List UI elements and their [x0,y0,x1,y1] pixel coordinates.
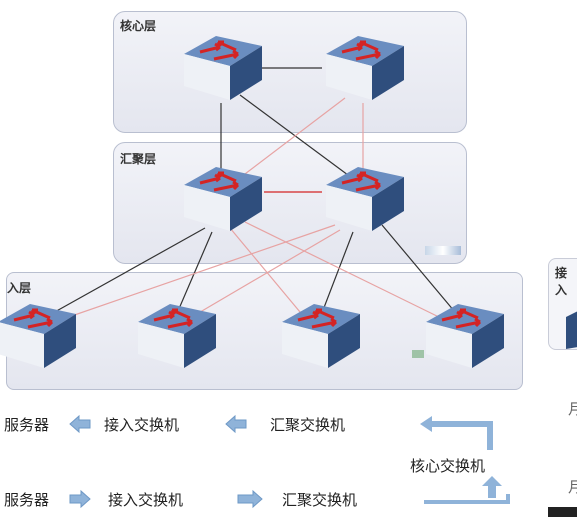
right-arrow-icon [69,489,91,509]
link-agg1-acc2 [174,231,213,319]
access-switch-2 [138,304,216,368]
legend-row1-access-switch: 接入交换机 [104,417,180,434]
side-access-label: 接入 [555,266,568,297]
legend-row2-access-switch: 接入交换机 [108,492,184,509]
access-switch-4 [426,304,504,368]
link-agg2-acc2 [189,229,341,319]
side-fragment-2: 月 [568,479,577,496]
link-core2-agg1 [236,97,346,181]
access-layer-label: 入层 [7,281,32,295]
legend-row1-server: 服务器 [4,417,50,434]
core-switch-1 [184,36,262,100]
core-layer-box [113,11,467,133]
legend-core-switch: 核心交换机 [410,458,486,475]
core-switch-2 [326,36,404,100]
link-agg2-acc1 [59,224,336,321]
link-agg1-acc3 [229,227,306,319]
glitch-artifact-1 [425,246,461,255]
left-arrow-icon [69,414,91,434]
left-arrow-icon [225,414,247,434]
link-agg1-acc1 [43,227,206,319]
link-agg2-acc4 [381,224,461,319]
glitch-artifact-3 [548,507,577,517]
aggregation-layer-label: 汇聚层 [120,152,157,166]
aggregation-switch-1 [184,167,262,231]
core-top-bracket-arrow-icon [420,416,493,450]
glitch-artifact-2 [412,350,424,358]
legend-row2-server: 服务器 [4,492,50,509]
right-arrow-icon [237,489,263,509]
legend-row1-aggregation-switch: 汇聚交换机 [270,417,346,434]
link-agg1-acc4 [244,221,446,321]
link-agg2-acc3 [319,231,354,319]
aggregation-switch-2 [326,167,404,231]
link-core1-agg2 [239,94,353,179]
access-switch-1 [0,304,76,368]
legend-row2-aggregation-switch: 汇聚交换机 [282,492,358,509]
access-switch-3 [282,304,360,368]
core-bottom-bracket-arrow-icon [424,476,510,504]
side-fragment-1: 月 [568,401,577,418]
side-switch-partial [566,311,577,349]
core-layer-label: 核心层 [120,19,157,33]
